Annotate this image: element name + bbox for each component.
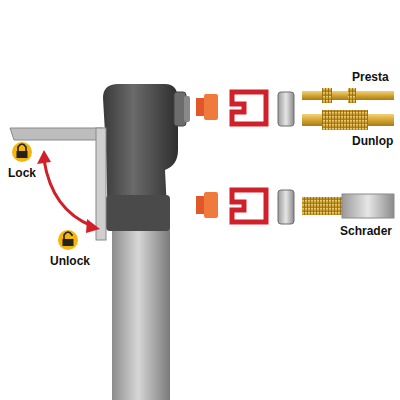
lock-label: Lock bbox=[8, 166, 36, 180]
lock-shackle bbox=[18, 144, 26, 151]
lock-lever bbox=[10, 128, 103, 140]
valve-seal bbox=[196, 196, 204, 214]
dunlop-valve bbox=[302, 114, 322, 126]
schrader-thread bbox=[302, 197, 342, 215]
presta-nut bbox=[322, 88, 332, 103]
unlock-label: Unlock bbox=[50, 254, 90, 268]
presta-valve bbox=[302, 91, 322, 100]
lock-arrow bbox=[44, 160, 92, 226]
lock-body bbox=[17, 151, 28, 158]
pump-head bbox=[103, 84, 178, 230]
unlock-body bbox=[63, 239, 74, 246]
head-cap-rim bbox=[184, 96, 190, 122]
valve-label: Dunlop bbox=[352, 134, 393, 148]
valve-label: Presta bbox=[352, 70, 389, 84]
arrow-head bbox=[86, 219, 100, 233]
retaining-ring bbox=[278, 190, 294, 224]
unlock-icon bbox=[58, 230, 78, 250]
schrader-body bbox=[342, 194, 394, 218]
valve-label: Schrader bbox=[340, 224, 392, 238]
dunlop-stem bbox=[368, 114, 394, 126]
valve-seal bbox=[204, 192, 218, 218]
presta-stem bbox=[332, 91, 394, 100]
lever-arm bbox=[96, 128, 106, 240]
unlock-shackle bbox=[64, 232, 72, 239]
dunlop-nut bbox=[322, 110, 368, 130]
lock-icon bbox=[12, 142, 32, 162]
valve-seal bbox=[204, 94, 218, 120]
retaining-ring bbox=[278, 92, 294, 126]
arrow-head bbox=[37, 150, 51, 164]
head-collar bbox=[106, 195, 170, 231]
presta-nut bbox=[348, 88, 356, 103]
thread-adapter bbox=[232, 92, 266, 124]
thread-adapter bbox=[232, 190, 266, 222]
valve-seal bbox=[196, 98, 204, 116]
